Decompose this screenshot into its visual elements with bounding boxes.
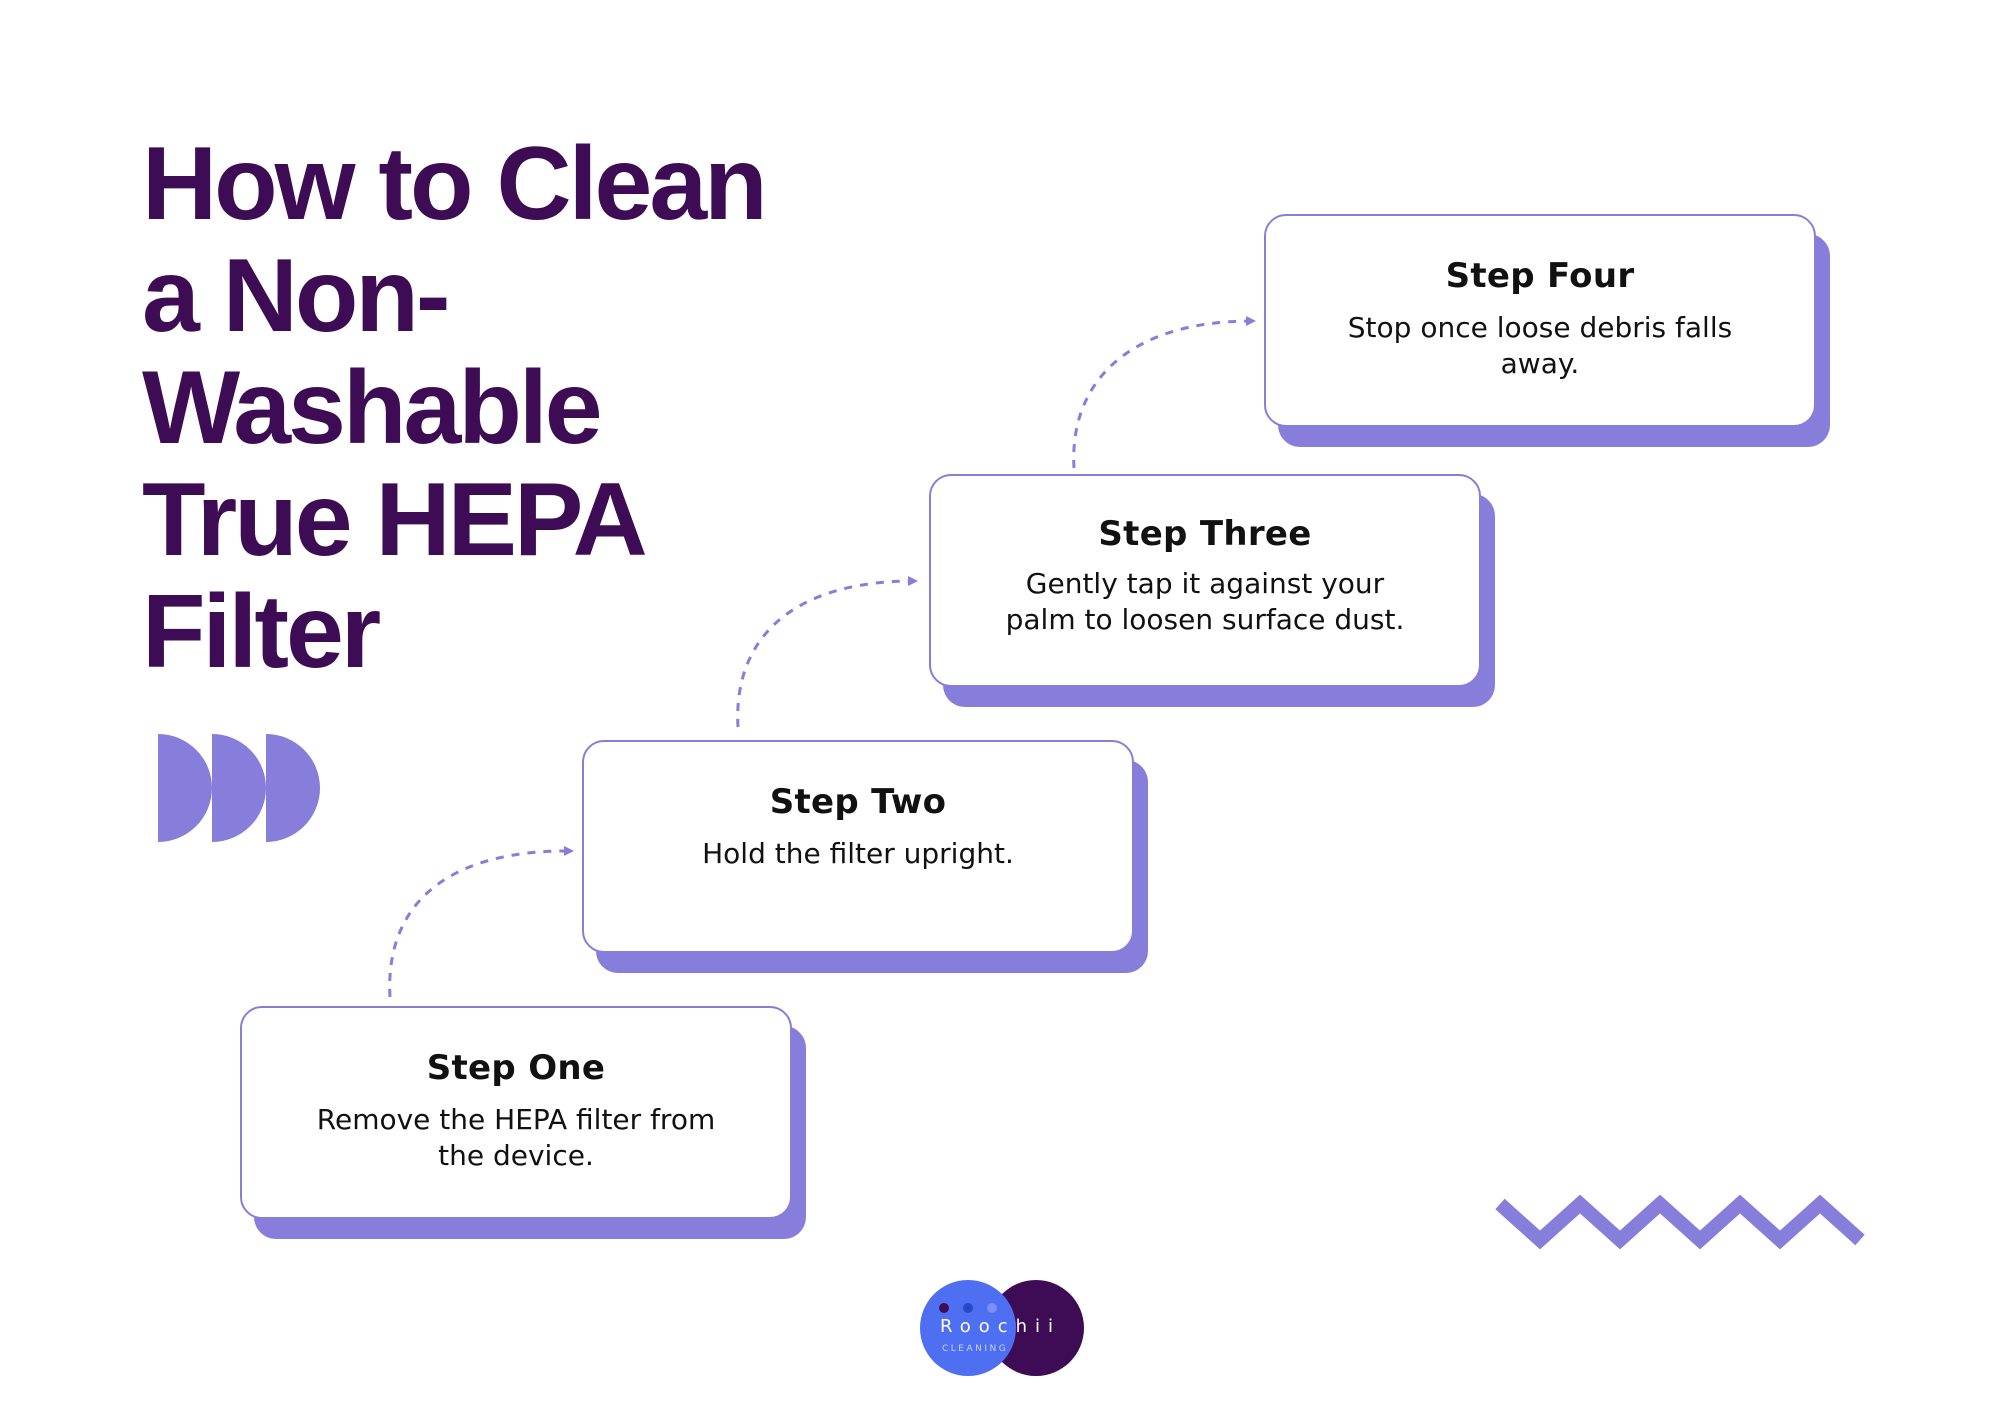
step-title: Step Four: [1445, 256, 1635, 296]
connector-arrow-3: [1072, 316, 1256, 469]
title-line: Filter: [142, 574, 381, 690]
card-body: Step Four Stop once loose debris falls a…: [1264, 214, 1816, 427]
half-circles-decoration: [158, 734, 320, 842]
step-card-one: Step One Remove the HEPA filter from the…: [240, 1006, 806, 1239]
step-title: Step One: [426, 1048, 606, 1088]
card-body: Step One Remove the HEPA filter from the…: [240, 1006, 792, 1219]
logo-subtitle: CLEANING: [942, 1344, 1009, 1354]
title-line: True HEPA: [142, 462, 648, 578]
step-title: Step Three: [1098, 514, 1312, 554]
step-card-three: Step Three Gently tap it against your pa…: [929, 474, 1495, 707]
step-card-two: Step Two Hold the filter upright.: [582, 740, 1148, 973]
page-title: How to Clean a Non- Washable True HEPA F…: [142, 128, 842, 688]
step-description: Stop once loose debris falls away.: [1347, 311, 1733, 380]
title-line: a Non-: [142, 238, 451, 354]
step-card-four: Step Four Stop once loose debris falls a…: [1264, 214, 1830, 447]
logo-blue-circle: [920, 1280, 1016, 1376]
zigzag-decoration: [1495, 1194, 1865, 1250]
roochii-logo: Roochii CLEANING: [920, 1276, 1090, 1376]
step-description: Hold the filter upright.: [702, 837, 1014, 870]
card-body: Step Three Gently tap it against your pa…: [929, 474, 1481, 687]
title-line: How to Clean: [142, 126, 768, 242]
title-line: Washable: [142, 350, 603, 466]
connector-arrow-2: [736, 576, 918, 728]
connector-arrow-1: [388, 845, 574, 998]
step-title: Step Two: [769, 782, 947, 822]
step-description: Gently tap it against your palm to loose…: [1005, 567, 1405, 636]
card-body: Step Two Hold the filter upright.: [582, 740, 1134, 953]
logo-name: Roochii: [940, 1316, 1062, 1337]
step-description: Remove the HEPA filter from the device.: [316, 1103, 716, 1172]
logo-dots-icon: [939, 1303, 997, 1313]
